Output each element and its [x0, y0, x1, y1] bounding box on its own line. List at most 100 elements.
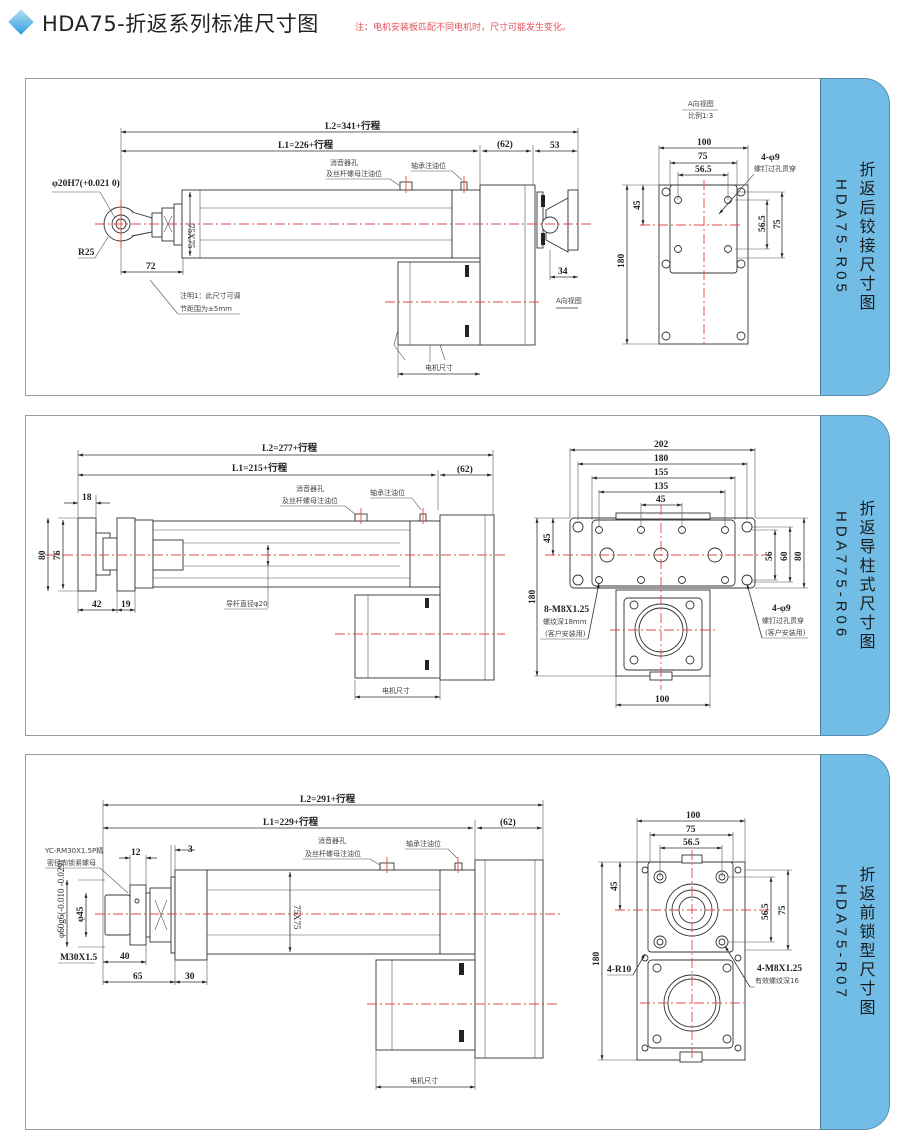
dim-30: 30	[185, 972, 195, 982]
label-customer-use: (客户安装用)	[545, 629, 586, 638]
label-note-1: 注明1：此尺寸可调	[180, 291, 240, 300]
label-muffler: 消音器孔	[330, 158, 358, 167]
tab-r07: HDA75-R07 折返前锁型尺寸图	[820, 754, 890, 1130]
dim-62: (62)	[500, 817, 516, 828]
label-motor-size: 电机尺寸	[382, 686, 410, 695]
dim-12: 12	[131, 848, 141, 858]
label-bearing-oil: 轴承注油位	[370, 488, 405, 497]
dim-l1: L1=226+行程	[278, 139, 334, 151]
dim-phi60: φ60g6(-0.010 -0.029)	[56, 860, 66, 938]
label-r10: 4-R10	[607, 965, 632, 975]
tab-drawing-name: 折返后铰接尺寸图	[856, 161, 876, 313]
drawing-r06-side-view: L2=277+行程 L1=215+行程 (62)	[38, 442, 505, 700]
dim-40: 40	[120, 952, 130, 962]
label-guide-rod: 导杆直径φ20	[226, 599, 268, 608]
label-bearing-oil: 轴承注油位	[406, 839, 441, 848]
dim-80: 80	[38, 550, 48, 560]
dim-100: 100	[655, 695, 670, 705]
label-thread: 4-M8X1.25	[757, 964, 802, 974]
label-locknut-2: 密径向锁紧螺母	[47, 858, 96, 867]
dim-end-75: 75	[698, 152, 708, 162]
dim-65: 65	[133, 972, 143, 982]
dim-180-h: 180	[528, 590, 538, 605]
header-note: 注：电机安装板匹配不同电机时，尺寸可能发生变化。	[355, 23, 572, 33]
page-title: HDA75-折返系列标准尺寸图	[42, 12, 319, 36]
dim-section: 75X75	[292, 905, 302, 930]
dim-l1: L1=229+行程	[263, 816, 319, 828]
label-bearing-oil: 轴承注油位	[411, 161, 446, 170]
dim-19: 19	[121, 600, 131, 610]
label-muffler: 消音器孔	[296, 484, 324, 493]
dim-34: 34	[558, 267, 568, 277]
tab-model-code: HDA75-R05	[832, 178, 850, 296]
dim-l2: L2=277+行程	[262, 442, 318, 454]
dim-3: 3	[188, 845, 193, 855]
drawing-r06-end-view: 202 180 155 135 45 180 45 56 60 80 100 8…	[528, 440, 808, 708]
dim-end-565-v: 56.5	[761, 903, 771, 920]
tab-drawing-name: 折返导柱式尺寸图	[856, 499, 876, 652]
dim-42: 42	[92, 600, 102, 610]
label-thread-depth: 螺纹深18mm	[543, 617, 587, 626]
dim-202: 202	[654, 440, 669, 450]
drawing-r07-end-view: 100 75 56.5 180 45 56.5 75 4-R10 4-M8X1.…	[592, 811, 802, 1063]
label-motor-size: 电机尺寸	[425, 363, 453, 372]
dim-end-45: 45	[610, 881, 620, 891]
label-muffler-oil: 及丝杆螺母注油位	[326, 169, 382, 178]
dim-end-565: 56.5	[695, 165, 712, 175]
dim-72: 72	[146, 262, 156, 272]
dim-45-w: 45	[656, 495, 666, 505]
label-note-2: 节距围为±5mm	[180, 304, 232, 313]
dim-end-75: 75	[686, 825, 696, 835]
tab-model-code: HDA775-R06	[832, 510, 850, 641]
dim-80-h: 80	[794, 551, 804, 561]
dim-phi45: φ45	[76, 906, 86, 922]
tab-model-code: HDA75-R07	[832, 883, 850, 1001]
dim-62: (62)	[497, 139, 513, 150]
drawing-r05-end-view: A向视图 比例1:3 100 75 56.5 180 45	[617, 99, 796, 345]
label-thread: 8-M8X1.25	[544, 605, 589, 615]
tab-r06: HDA775-R06 折返导柱式尺寸图	[820, 415, 890, 736]
dim-53: 53	[550, 141, 560, 151]
label-motor-size: 电机尺寸	[410, 1076, 438, 1085]
label-holes-customer: (客户安装用)	[765, 628, 806, 637]
label-holes: 4-φ9	[772, 604, 791, 614]
tab-r05: HDA75-R05 折返后铰接尺寸图	[820, 78, 890, 396]
dim-end-565-v: 56.5	[758, 215, 768, 232]
dim-end-565: 56.5	[683, 838, 700, 848]
dim-18: 18	[82, 493, 92, 503]
label-muffler-oil: 及丝杆螺母注油位	[305, 849, 361, 858]
label-hole-tolerance: φ20H7(+0.021 0)	[52, 178, 120, 189]
drawing-r05-side-view: L2=341+行程 L1=226+行程 (62) 53	[52, 120, 592, 378]
dim-l2: L2=291+行程	[300, 793, 356, 805]
label-holes: 4-φ9	[761, 153, 780, 163]
label-muffler-oil: 及丝杆螺母注油位	[282, 496, 338, 505]
page-header: HDA75-折返系列标准尺寸图 注：电机安装板匹配不同电机时，尺寸可能发生变化。	[0, 0, 913, 50]
label-m30: M30X1.5	[60, 953, 97, 963]
dim-end-180: 180	[617, 254, 627, 269]
dim-135: 135	[654, 482, 669, 492]
dim-60: 60	[780, 551, 790, 561]
dim-45-h: 45	[543, 533, 553, 543]
dim-end-100: 100	[697, 138, 712, 148]
end-view-title: A向视图	[688, 99, 714, 108]
dim-end-180: 180	[592, 952, 602, 967]
dim-l1: L1=215+行程	[232, 462, 288, 474]
label-locknut: YC-RM30X1.5P精	[44, 846, 103, 855]
dim-155: 155	[654, 468, 669, 478]
end-view-scale: 比例1:3	[688, 111, 713, 120]
dim-180: 180	[654, 454, 669, 464]
dim-end-45: 45	[633, 200, 643, 210]
label-r25: R25	[78, 248, 95, 258]
dim-76: 76	[53, 550, 63, 560]
dim-end-75-v: 75	[778, 905, 788, 915]
label-muffler: 消音器孔	[318, 836, 346, 845]
label-thread-depth: 有效螺纹深16	[755, 976, 799, 985]
dim-end-100: 100	[686, 811, 701, 821]
tab-drawing-name: 折返前锁型尺寸图	[856, 866, 876, 1018]
dim-section: 75X75	[186, 224, 196, 249]
dim-l2: L2=341+行程	[325, 120, 381, 132]
dim-end-75-v: 75	[773, 219, 783, 229]
label-holes-note: 螺钉过孔贯穿	[754, 164, 796, 173]
label-holes-through: 螺钉过孔贯穿	[762, 616, 804, 625]
